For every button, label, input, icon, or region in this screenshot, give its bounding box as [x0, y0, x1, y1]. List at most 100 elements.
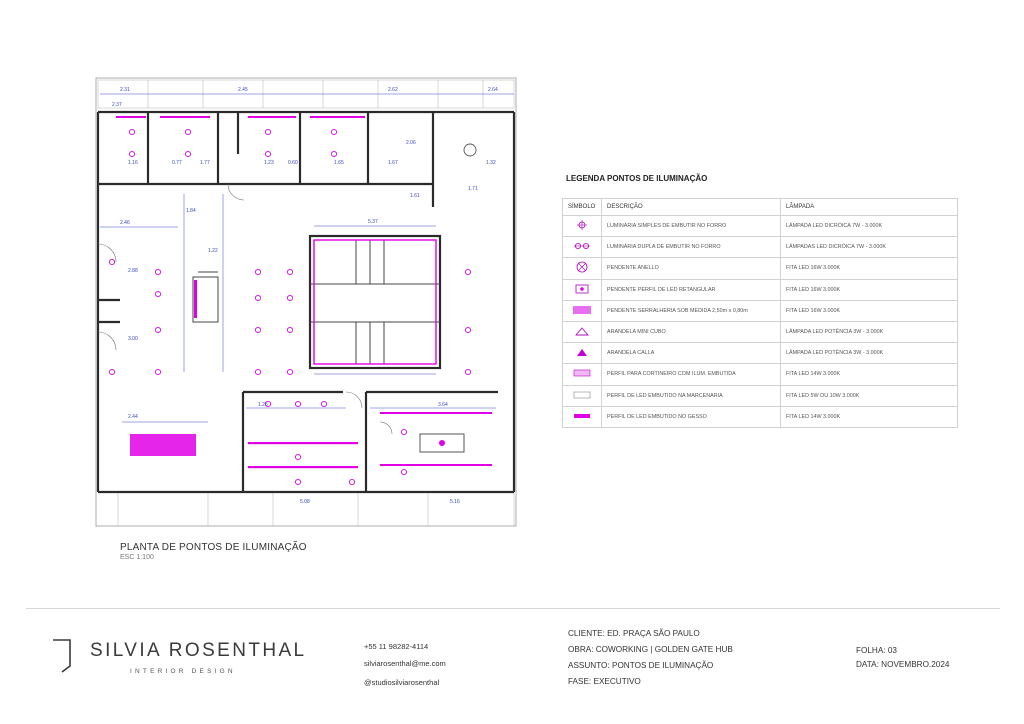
svg-text:2.64: 2.64	[488, 87, 498, 93]
pendant-rect-icon	[575, 284, 589, 294]
doors	[97, 183, 393, 435]
brand-logo-icon	[53, 639, 71, 673]
legend-row: ARANDELA MINI CUBO LÂMPADA LED POTÊNCIA …	[562, 320, 958, 344]
legend-description: ARANDELA MINI CUBO	[601, 320, 781, 344]
curtain-profile-icon	[573, 370, 591, 377]
svg-text:1.22: 1.22	[208, 248, 218, 254]
legend-row: PERFIL PARA CORTINEIRO COM ILUM. EMBUTID…	[562, 363, 958, 386]
svg-text:1.25: 1.25	[258, 402, 268, 408]
sconce-cube-icon	[575, 327, 589, 336]
legend-description: LUMINÁRIA SIMPLES DE EMBUTIR NO FORRO	[601, 214, 781, 238]
info-folha: FOLHA: 03	[856, 646, 897, 655]
recessed-simple-icon	[577, 220, 587, 231]
legend-description: PERFIL DE LED EMBUTIDO NA MARCENARIA	[601, 384, 781, 407]
svg-text:1.61: 1.61	[410, 193, 420, 199]
legend-lamp: LÂMPADAS LED DICRÓICA 7W - 3.000K	[780, 236, 958, 259]
joinery-profile-icon	[573, 391, 591, 398]
svg-text:2.37: 2.37	[112, 102, 122, 108]
svg-text:1.84: 1.84	[186, 208, 196, 214]
svg-text:1.67: 1.67	[388, 160, 398, 166]
legend-description: ARANDELA CALLA	[601, 342, 781, 365]
legend-lamp: FITA LED 16W 3.000K	[780, 257, 958, 280]
pendant-rect-mark	[439, 440, 445, 446]
svg-text:2.62: 2.62	[388, 87, 398, 93]
legend-header-lamp: LÂMPADA	[780, 198, 958, 216]
legend-header-row: SÍMBOLO DESCRIÇÃO LÂMPADA	[562, 198, 958, 216]
svg-text:2.44: 2.44	[128, 414, 138, 420]
svg-text:2.31: 2.31	[120, 87, 130, 93]
contact-phone: +55 11 98282-4114	[364, 642, 429, 651]
pendant-block	[130, 434, 196, 456]
legend-row: ARANDELA CALLA LÂMPADA LED POTÊNCIA 3W -…	[562, 342, 958, 365]
svg-text:3.00: 3.00	[128, 336, 138, 342]
legend-table: SÍMBOLO DESCRIÇÃO LÂMPADA LUMINÁRIA SIMP…	[562, 198, 958, 428]
svg-text:3.64: 3.64	[438, 402, 448, 408]
info-obra: OBRA: COWORKING | GOLDEN GATE HUB	[568, 645, 733, 654]
dimension-labels: 2.31 2.45 2.62 2.64 2.37 1.16 0.77 1.77 …	[112, 87, 498, 505]
footer-divider	[26, 608, 1000, 609]
contact-instagram: @studiosilviarosenthal	[364, 678, 440, 687]
brand-subtitle: INTERIOR DESIGN	[130, 668, 236, 675]
svg-text:0.77: 0.77	[172, 160, 182, 166]
plan-scale: ESC 1:100	[120, 554, 154, 561]
legend-description: LUMINÁRIA DUPLA DE EMBUTIR NO FORRO	[601, 236, 781, 259]
dimension-lines	[100, 93, 514, 423]
legend-lamp: FITA LED 14W 3.000K	[780, 405, 958, 428]
legend-description: PENDENTE ANELLO	[601, 257, 781, 280]
contact-email: silviarosenthal@me.com	[364, 659, 446, 668]
legend-description: PENDENTE SERRALHERIA SOB MEDIDA 2,50m x …	[601, 299, 781, 322]
svg-text:5.37: 5.37	[368, 219, 378, 225]
walls	[96, 110, 516, 494]
bottom-balcony	[117, 491, 515, 527]
legend-title: LEGENDA PONTOS DE ILUMINAÇÃO	[566, 174, 708, 183]
svg-text:1.71: 1.71	[468, 186, 478, 192]
legend-description: PERFIL DE LED EMBUTIDO NO GESSO	[601, 405, 781, 428]
legend-lamp: LÂMPADA LED POTÊNCIA 3W - 3.000K	[780, 342, 958, 365]
svg-text:1.23: 1.23	[264, 160, 274, 166]
svg-text:2.45: 2.45	[238, 87, 248, 93]
legend-row: PENDENTE PERFIL DE LED RETANGULAR FITA L…	[562, 278, 958, 301]
brand-name: SILVIA ROSENTHAL	[90, 640, 307, 661]
legend-row: LUMINÁRIA SIMPLES DE EMBUTIR NO FORRO LÂ…	[562, 214, 958, 238]
legend-row: LUMINÁRIA DUPLA DE EMBUTIR NO FORRO LÂMP…	[562, 236, 958, 259]
info-cliente: CLIENTE: ED. PRAÇA SÃO PAULO	[568, 629, 700, 638]
svg-text:5.08: 5.08	[300, 499, 310, 505]
legend-lamp: LÂMPADA LED DICRÓICA 7W - 3.000K	[780, 214, 958, 238]
legend-lamp: FITA LED 5W OU 10W 3.000K	[780, 384, 958, 407]
pendant-ring-icon	[576, 262, 588, 273]
legend-row: PERFIL DE LED EMBUTIDO NO GESSO FITA LED…	[562, 405, 958, 428]
led-profiles	[116, 116, 492, 469]
legend-lamp: FITA LED 14W 3.000K	[780, 363, 958, 386]
core-led-perimeter	[313, 239, 437, 365]
legend-row: PENDENTE ANELLO FITA LED 16W 3.000K	[562, 257, 958, 280]
svg-text:0.60: 0.60	[288, 160, 298, 166]
svg-text:5.16: 5.16	[450, 499, 460, 505]
info-fase: FASE: EXECUTIVO	[568, 677, 641, 686]
legend-header-description: DESCRIÇÃO	[601, 198, 781, 216]
svg-text:1.16: 1.16	[128, 160, 138, 166]
plan-title: PLANTA DE PONTOS DE ILUMINAÇÃO	[120, 542, 307, 553]
svg-text:1.32: 1.32	[486, 160, 496, 166]
floor-plan: 2.31 2.45 2.62 2.64 2.37 1.16 0.77 1.77 …	[95, 77, 517, 527]
pendant-block-icon	[573, 305, 591, 314]
svg-text:2.88: 2.88	[128, 268, 138, 274]
core-internals	[192, 239, 440, 365]
legend-description: PERFIL PARA CORTINEIRO COM ILUM. EMBUTID…	[601, 363, 781, 386]
meeting-table	[419, 433, 465, 453]
recessed-double-icon	[574, 243, 590, 250]
plaster-profile-icon	[574, 413, 590, 418]
legend-row: PENDENTE SERRALHERIA SOB MEDIDA 2,50m x …	[562, 299, 958, 322]
legend-lamp: FITA LED 16W 3.000K	[780, 299, 958, 322]
legend-header-symbol: SÍMBOLO	[562, 198, 602, 216]
info-assunto: ASSUNTO: PONTOS DE ILUMINAÇÃO	[568, 661, 714, 670]
sconce-calla-icon	[577, 349, 587, 357]
legend-lamp: LÂMPADA LED POTÊNCIA 3W - 3.000K	[780, 320, 958, 344]
legend-lamp: FITA LED 16W 3.000K	[780, 278, 958, 301]
svg-text:2.46: 2.46	[120, 220, 130, 226]
legend-description: PENDENTE PERFIL DE LED RETANGULAR	[601, 278, 781, 301]
slab-outline	[95, 77, 517, 527]
light-points	[108, 128, 472, 486]
svg-text:1.77: 1.77	[200, 160, 210, 166]
legend-row: PERFIL DE LED EMBUTIDO NA MARCENARIA FIT…	[562, 384, 958, 407]
svg-text:1.65: 1.65	[334, 160, 344, 166]
